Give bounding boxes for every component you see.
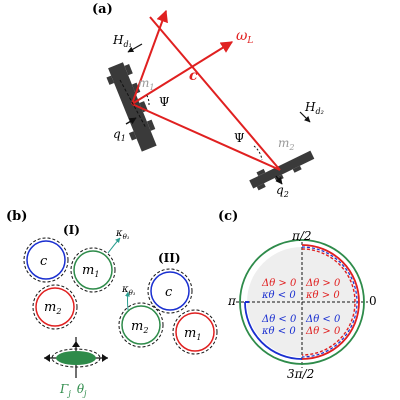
panel-c: (c) π/2 π 0 3π/2 Δθ > 0 κθ < 0 Δθ > 0 κθ… — [218, 209, 377, 381]
ur-line-1: Δθ > 0 — [305, 278, 341, 289]
panel-c-label: (c) — [218, 209, 238, 224]
beam-diagonal — [149, 16, 281, 171]
mirror-1-body — [108, 62, 157, 152]
m1-label-II: m1 — [184, 326, 201, 342]
ll-line-2: κθ < 0 — [261, 326, 296, 337]
mirror-2-body — [249, 150, 315, 189]
psi-arc-2 — [253, 145, 263, 161]
blue-arc-outer — [244, 301, 303, 360]
H-d2-arrow — [299, 111, 311, 123]
m2-label-I: m2 — [44, 300, 61, 316]
m2-label-II: m2 — [131, 319, 148, 335]
beam-omega-L — [131, 41, 234, 105]
ll-line-1: Δθ < 0 — [261, 314, 297, 325]
label-zero: 0 — [369, 294, 377, 308]
beam-to-omega-top — [131, 9, 168, 105]
ur-line-2: κθ > 0 — [305, 290, 340, 301]
beam-m1-m2 — [131, 103, 281, 171]
gamma-ellipse — [56, 351, 96, 365]
red-arc-outer — [301, 244, 360, 360]
H-d1-arrow — [127, 43, 143, 53]
mirror-1 — [106, 62, 157, 152]
mode-m2-I — [35, 287, 75, 327]
psi-label-2: Ψ — [234, 131, 245, 145]
c-label-II: c — [165, 285, 173, 300]
mode-m2-II — [121, 305, 161, 345]
panel-a-label: (a) — [92, 2, 113, 17]
blue-arc-dashed — [301, 246, 358, 358]
lr-line-2: Δθ > 0 — [305, 326, 341, 337]
red-arc-inner — [301, 248, 356, 356]
config-II-label: (II) — [158, 251, 181, 265]
q1-arrow — [125, 117, 137, 125]
mode-m1-I — [73, 250, 113, 290]
m1-label-a: m1 — [138, 76, 154, 92]
label-3pi-over-2: 3π/2 — [287, 367, 314, 381]
label-pi-over-2: π/2 — [291, 229, 312, 243]
panel-b: (b) (I) (II) c m1 m2 κθ₁ c m2 m1 κθ₁ — [6, 209, 218, 398]
kappa-label-I: κθ₁ — [115, 228, 130, 241]
mode-c-I — [26, 240, 66, 280]
label-pi: π — [227, 294, 237, 308]
H-d1-label: Hd₁ — [112, 33, 132, 49]
lr-line-1: Δθ < 0 — [305, 314, 341, 325]
q2-arrow — [275, 175, 283, 185]
q2-label: q2 — [276, 183, 289, 199]
q1-label: q1 — [113, 127, 126, 143]
H-d2-label: Hd₂ — [304, 100, 324, 116]
panel-a: (a) — [92, 2, 324, 199]
ul-line-2: κθ < 0 — [261, 290, 296, 301]
mode-c-II — [150, 271, 190, 311]
psi-arc-1 — [145, 93, 150, 106]
kappa-label-II: κθ₁ — [121, 284, 136, 297]
mode-m1-II — [175, 312, 215, 352]
c-label-I: c — [40, 254, 48, 269]
normal-1 — [119, 79, 147, 129]
ul-line-1: Δθ > 0 — [261, 278, 297, 289]
green-circle — [239, 239, 365, 365]
config-I-label: (I) — [63, 223, 80, 237]
m2-label-a: m2 — [278, 136, 294, 152]
c-label-a: c — [189, 68, 198, 84]
psi-label-1: Ψ — [159, 95, 170, 109]
omega-L-label: ωL — [236, 28, 253, 46]
kappa-arrow-II — [124, 291, 130, 311]
panel-b-label: (b) — [6, 209, 27, 224]
kappa-arrow-I — [107, 237, 121, 254]
m1-label-I: m1 — [82, 263, 99, 279]
